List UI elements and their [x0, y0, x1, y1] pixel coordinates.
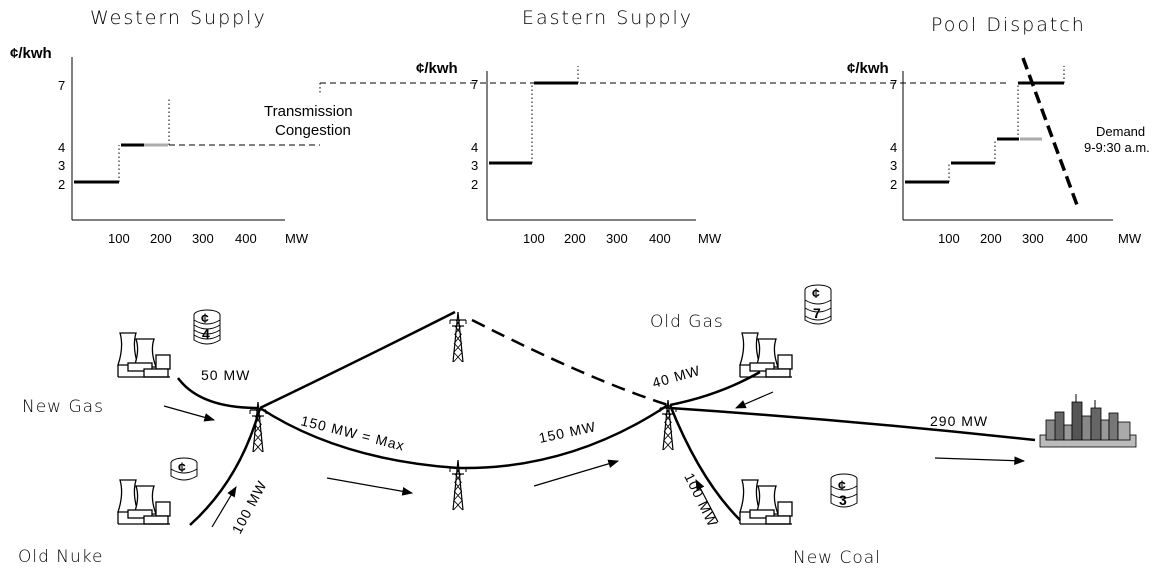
arrow-new-gas [163, 405, 216, 422]
new-coal-label: New Coal [793, 548, 881, 568]
pool-dispatch-chart: ¢/kwh 7 4 3 2 100 200 300 400 MW Demand … [847, 57, 1150, 246]
western-y-axis-label: ¢/kwh [10, 45, 52, 62]
pool-ytick-2: 2 [890, 177, 897, 192]
arrow-old-nuke [211, 486, 237, 528]
eastern-x-unit: MW [698, 231, 722, 246]
arrow-to-east [533, 459, 620, 487]
new-coal-flow: 100 MW [681, 470, 721, 529]
western-xtick-100: 100 [108, 231, 130, 246]
new-coal-price: 3 [839, 492, 847, 508]
new-gas-plant-icon [117, 332, 171, 378]
old-gas-plant-icon [739, 332, 793, 378]
cent-icon: ¢ [812, 285, 820, 301]
old-nuke-flow: 100 MW [229, 478, 270, 537]
new-coal-price-coins: ¢ 3 [830, 473, 858, 508]
arrow-new-coal [695, 479, 719, 523]
pool-ytick-4: 4 [890, 140, 897, 155]
western-supply-chart: ¢/kwh 7 4 3 2 100 200 300 400 MW [10, 45, 320, 246]
eastern-xtick-100: 100 [523, 231, 545, 246]
eastern-ytick-3: 3 [471, 158, 478, 173]
pool-xtick-100: 100 [938, 231, 960, 246]
eastern-xtick-400: 400 [649, 231, 671, 246]
new-gas-flow: 50 MW [201, 367, 250, 383]
pool-x-unit: MW [1118, 231, 1142, 246]
line-new-gas [176, 377, 259, 410]
new-coal-plant-icon [739, 479, 793, 525]
eastern-xtick-300: 300 [606, 231, 628, 246]
eastern-xtick-200: 200 [564, 231, 586, 246]
line-to-city [669, 406, 1036, 442]
congestion-label-1: Transmission [264, 103, 353, 120]
pool-xtick-200: 200 [980, 231, 1002, 246]
western-ytick-4: 4 [58, 140, 65, 155]
tower-north-icon [449, 311, 467, 363]
tower-east-icon [659, 399, 677, 451]
transmission-network [163, 310, 1036, 528]
arrow-old-gas [735, 391, 774, 409]
western-ytick-2: 2 [58, 177, 65, 192]
pool-dispatch-title: Pool Dispatch [931, 14, 1086, 36]
to-east-flow: 150 MW [537, 418, 597, 446]
demand-label-2: 9-9:30 a.m. [1084, 140, 1150, 155]
western-x-unit: MW [285, 231, 309, 246]
pool-y-axis-label: ¢/kwh [847, 60, 889, 77]
pool-xtick-300: 300 [1022, 231, 1044, 246]
eastern-ytick-7: 7 [471, 77, 478, 92]
western-xtick-300: 300 [192, 231, 214, 246]
cent-icon: ¢ [178, 459, 186, 475]
cent-icon: ¢ [838, 477, 846, 493]
eastern-ytick-4: 4 [471, 140, 478, 155]
line-lower-tie [259, 403, 669, 470]
lower-tie-flow: 150 MW = Max [299, 412, 406, 453]
eastern-supply-title: Eastern Supply [522, 7, 693, 29]
cent-icon: ¢ [201, 310, 209, 326]
arrow-lower-tie [326, 477, 414, 496]
old-gas-label: Old Gas [650, 312, 724, 332]
new-gas-price-coins: ¢ 4 [193, 309, 221, 345]
eastern-y-axis-label: ¢/kwh [416, 60, 458, 77]
old-nuke-plant-icon [117, 479, 171, 525]
to-city-flow: 290 MW [930, 413, 988, 429]
western-ytick-3: 3 [58, 158, 65, 173]
new-gas-price: 4 [202, 326, 210, 342]
western-supply-title: Western Supply [90, 7, 267, 29]
pool-ytick-7: 7 [890, 77, 897, 92]
tower-west-icon [249, 401, 267, 453]
eastern-supply-chart: ¢/kwh 7 4 3 2 100 200 300 400 MW [416, 60, 722, 246]
old-nuke-price-coins: ¢ [170, 457, 198, 481]
old-gas-price-coins: ¢ 7 [804, 284, 832, 325]
old-gas-flow: 40 MW [650, 362, 702, 391]
pool-ytick-3: 3 [890, 158, 897, 173]
tower-south-icon [449, 459, 467, 511]
new-gas-label: New Gas [22, 397, 104, 417]
line-new-coal [668, 404, 741, 521]
line-west-top [259, 310, 456, 410]
arrow-to-city [934, 456, 1026, 465]
demand-curve [1021, 57, 1079, 206]
western-xtick-200: 200 [150, 231, 172, 246]
city-skyline-icon [1039, 394, 1137, 448]
old-nuke-label: Old Nuke [18, 547, 104, 567]
demand-label-1: Demand [1096, 124, 1145, 139]
pool-xtick-400: 400 [1066, 231, 1088, 246]
eastern-ytick-2: 2 [471, 177, 478, 192]
congestion-label-2: Congestion [275, 122, 351, 139]
western-ytick-7: 7 [58, 78, 65, 93]
western-xtick-400: 400 [235, 231, 257, 246]
line-east-top-dashed [471, 318, 669, 407]
old-gas-price: 7 [813, 305, 821, 321]
